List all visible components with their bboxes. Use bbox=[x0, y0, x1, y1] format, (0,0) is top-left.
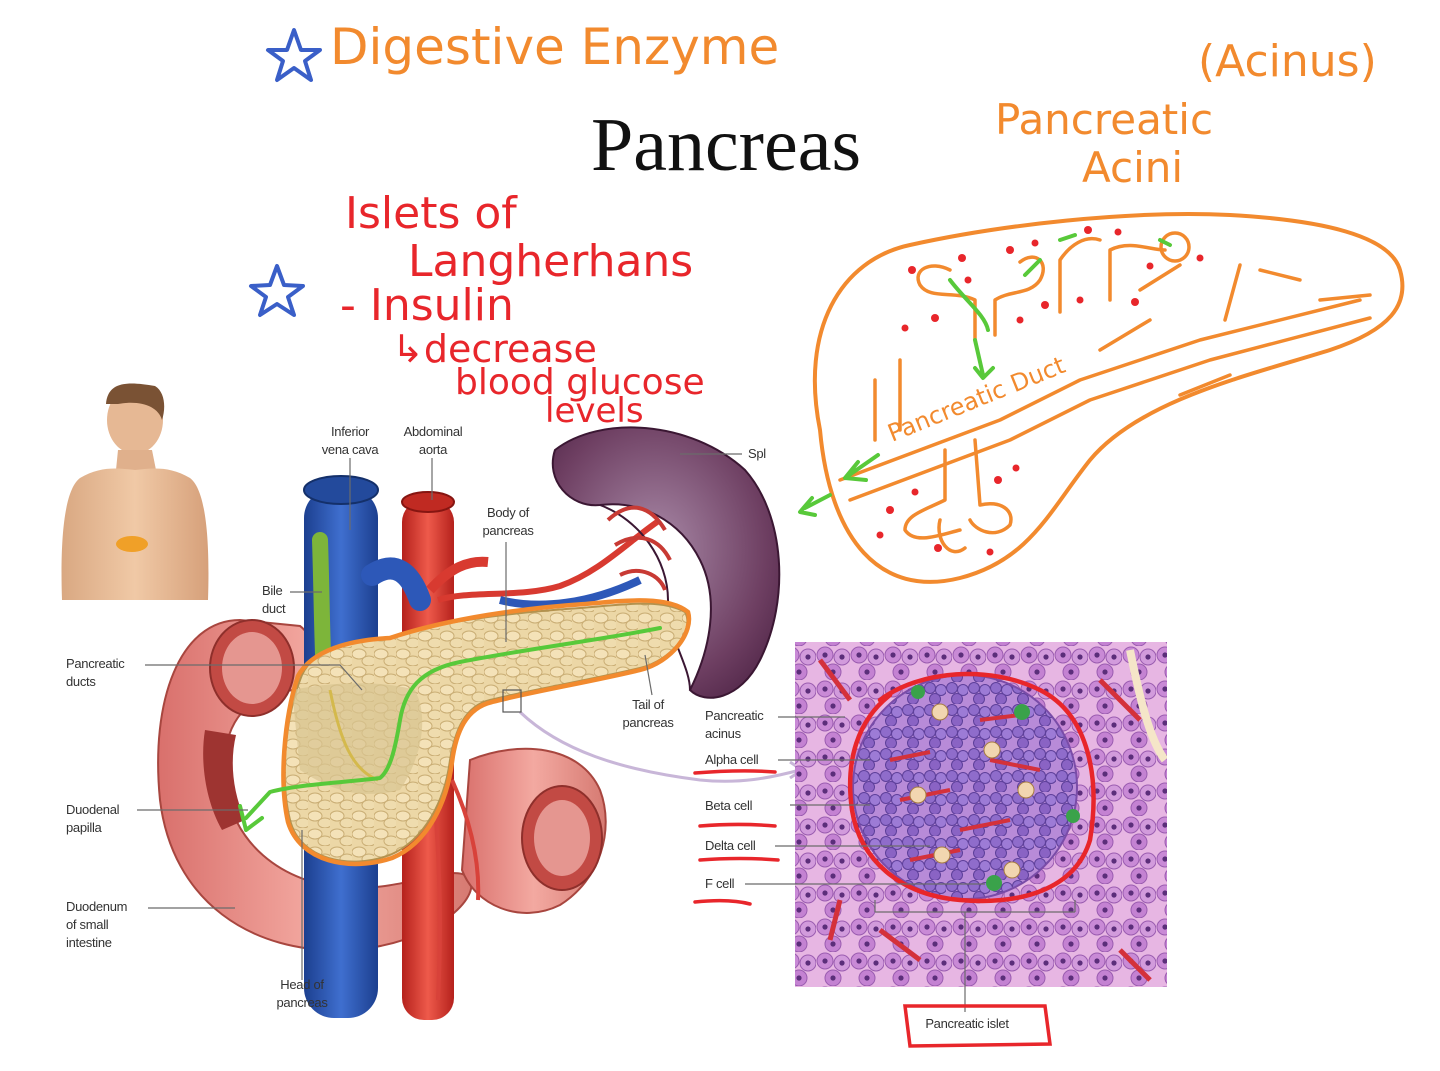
annotation-islets-1: Islets of bbox=[345, 188, 518, 239]
acini-sketch bbox=[798, 212, 1405, 584]
label-body-of-pancreas-1: Body of bbox=[487, 505, 530, 520]
label-body-of-pancreas-2: pancreas bbox=[482, 523, 534, 538]
annotation-pancreatic-acini-2: Acini bbox=[1082, 143, 1183, 192]
page-title: Pancreas bbox=[591, 103, 861, 187]
label-duodenal-papilla-2: papilla bbox=[66, 820, 103, 835]
label-pancreatic-acinus-1: Pancreatic bbox=[705, 708, 764, 723]
label-beta-cell: Beta cell bbox=[705, 798, 753, 813]
label-bile-duct-1: Bile bbox=[262, 583, 283, 598]
label-tail-of-pancreas-1: Tail of bbox=[632, 697, 665, 712]
magnify-box bbox=[502, 689, 522, 713]
label-duodenum-1: Duodenum bbox=[66, 899, 127, 914]
label-duodenum-2: of small bbox=[66, 917, 109, 932]
annotation-levels: levels bbox=[545, 391, 644, 431]
label-pancreatic-acinus-2: acinus bbox=[705, 726, 742, 741]
label-pancreatic-ducts-1: Pancreatic bbox=[66, 656, 125, 671]
islet-histology-image bbox=[795, 642, 1167, 987]
diagram-labels: Inferior vena cava Abdominal aorta Body … bbox=[66, 424, 1010, 1031]
star-icon-orange bbox=[266, 28, 322, 82]
label-delta-cell: Delta cell bbox=[705, 838, 756, 853]
leader-lines bbox=[137, 453, 1076, 1012]
label-alpha-cell: Alpha cell bbox=[705, 752, 759, 767]
acini-red-dots bbox=[876, 226, 1204, 556]
annotation-acinus: (Acinus) bbox=[1198, 36, 1377, 87]
duodenum-image bbox=[157, 618, 607, 952]
label-inferior-vena-cava-1: Inferior bbox=[331, 424, 370, 439]
label-head-of-pancreas-2: pancreas bbox=[276, 995, 328, 1010]
magnify-arrow bbox=[518, 710, 801, 783]
red-underlines bbox=[693, 769, 1052, 1048]
label-pancreatic-ducts-2: ducts bbox=[66, 674, 96, 689]
annotation-pancreatic-acini-1: Pancreatic bbox=[995, 95, 1213, 144]
label-inferior-vena-cava-2: vena cava bbox=[322, 442, 380, 457]
label-f-cell: F cell bbox=[705, 876, 735, 891]
annotation-decrease: ↳decrease bbox=[392, 327, 597, 371]
label-abdominal-aorta-1: Abdominal bbox=[404, 424, 463, 439]
label-spleen: Spl bbox=[748, 446, 766, 461]
human-figure-image bbox=[61, 383, 209, 600]
label-bile-duct-2: duct bbox=[262, 601, 286, 616]
label-abdominal-aorta-2: aorta bbox=[419, 442, 448, 457]
label-tail-of-pancreas-2: pancreas bbox=[622, 715, 674, 730]
annotation-islets-2: Langherhans bbox=[408, 236, 693, 287]
label-duodenal-papilla-1: Duodenal bbox=[66, 802, 120, 817]
star-icon-blue bbox=[249, 264, 305, 317]
annotation-blood-glucose: blood glucose bbox=[455, 362, 705, 403]
label-duodenum-3: intestine bbox=[66, 935, 112, 950]
label-pancreatic-islet: Pancreatic islet bbox=[925, 1016, 1009, 1031]
islet-red-circle bbox=[847, 671, 1096, 904]
annotation-digestive-enzyme: Digestive Enzyme bbox=[330, 18, 779, 76]
spleen-image bbox=[551, 426, 781, 699]
annotation-insulin: - Insulin bbox=[340, 280, 514, 331]
pancreas-outline bbox=[238, 598, 692, 867]
label-head-of-pancreas-1: Head of bbox=[280, 977, 324, 992]
